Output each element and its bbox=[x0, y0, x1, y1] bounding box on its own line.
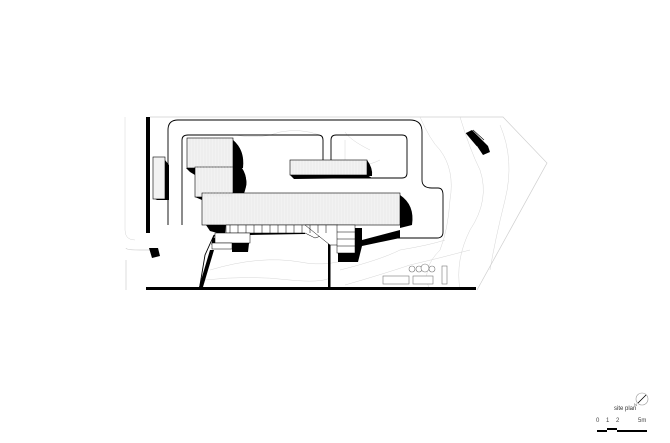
scale-bar bbox=[597, 428, 647, 432]
roof-ribs bbox=[189, 138, 398, 225]
site-boundary bbox=[125, 116, 548, 291]
scale-tick: 2 bbox=[616, 418, 620, 424]
roof-north-wing bbox=[186, 137, 234, 169]
outdoor-furniture bbox=[382, 263, 448, 285]
west-wall bbox=[146, 117, 476, 290]
access-road bbox=[167, 119, 444, 286]
roof-east-pavilion bbox=[289, 159, 368, 176]
drawing-title: site plan bbox=[614, 406, 637, 412]
north-arrow-icon bbox=[635, 392, 649, 406]
north-label: N bbox=[634, 402, 637, 407]
terraces bbox=[211, 224, 356, 254]
tree-cluster bbox=[465, 129, 490, 155]
scale-tick: 0 bbox=[596, 418, 600, 424]
building-shadows bbox=[186, 140, 413, 262]
scale-tick: 5m bbox=[638, 418, 647, 424]
drawing-legend: N site plan 0 1 2 5m bbox=[590, 388, 670, 443]
scale-tick: 1 bbox=[606, 418, 610, 424]
gate-house bbox=[149, 156, 169, 258]
legend-graphics bbox=[597, 392, 649, 432]
roof-middle-wing bbox=[194, 166, 234, 198]
